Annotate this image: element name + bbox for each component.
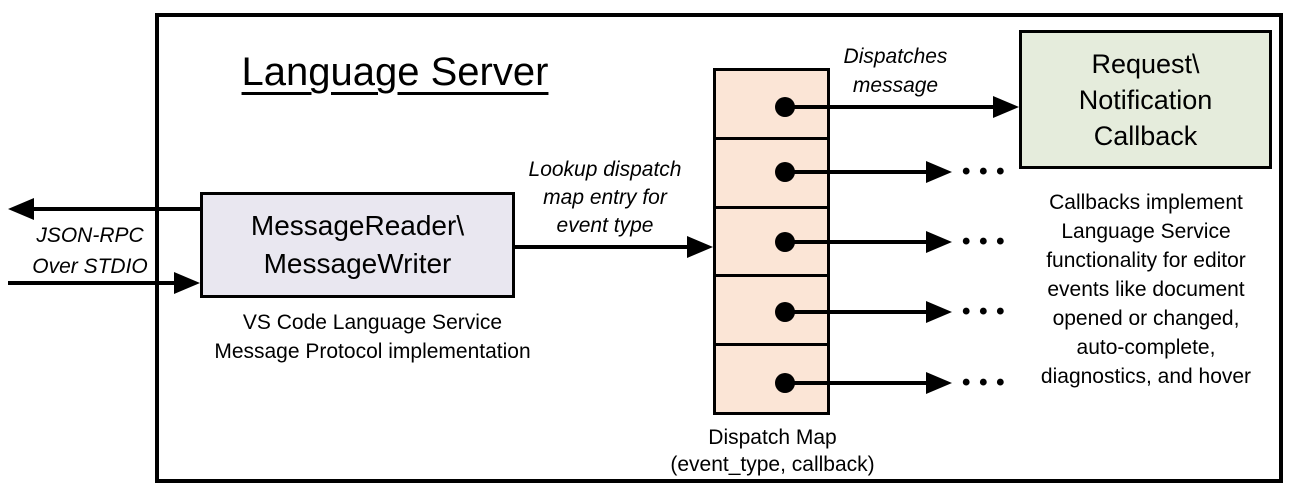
dispatch-map-cell (716, 140, 827, 209)
message-reader-writer-box: MessageReader\ MessageWriter (200, 192, 515, 298)
ellipsis: • • • (962, 228, 1006, 255)
ellipsis: • • • (962, 158, 1006, 185)
ellipsis: • • • (962, 298, 1006, 325)
dispatch-map-cell (716, 209, 827, 278)
dispatch-map-cell (716, 346, 827, 412)
lookup-dispatch-label: Lookup dispatch map entry for event type (528, 158, 682, 237)
page-title: Language Server (241, 50, 549, 94)
dispatch-map-box (713, 68, 830, 415)
reader-box-caption: VS Code Language Service Message Protoco… (214, 311, 531, 363)
dispatches-message-label: Dispatches message (843, 45, 948, 97)
dispatch-map-caption: Dispatch Map (event_type, callback) (670, 426, 875, 476)
request-notification-callback-box: Request\ Notification Callback (1019, 30, 1272, 169)
ellipsis: • • • (962, 369, 1006, 396)
json-rpc-stdio-label: JSON-RPC Over STDIO (32, 224, 148, 278)
callbacks-explanation-text: Callbacks implement Language Service fun… (1040, 191, 1252, 388)
dispatch-map-cell (716, 71, 827, 140)
dispatch-map-cell (716, 277, 827, 347)
